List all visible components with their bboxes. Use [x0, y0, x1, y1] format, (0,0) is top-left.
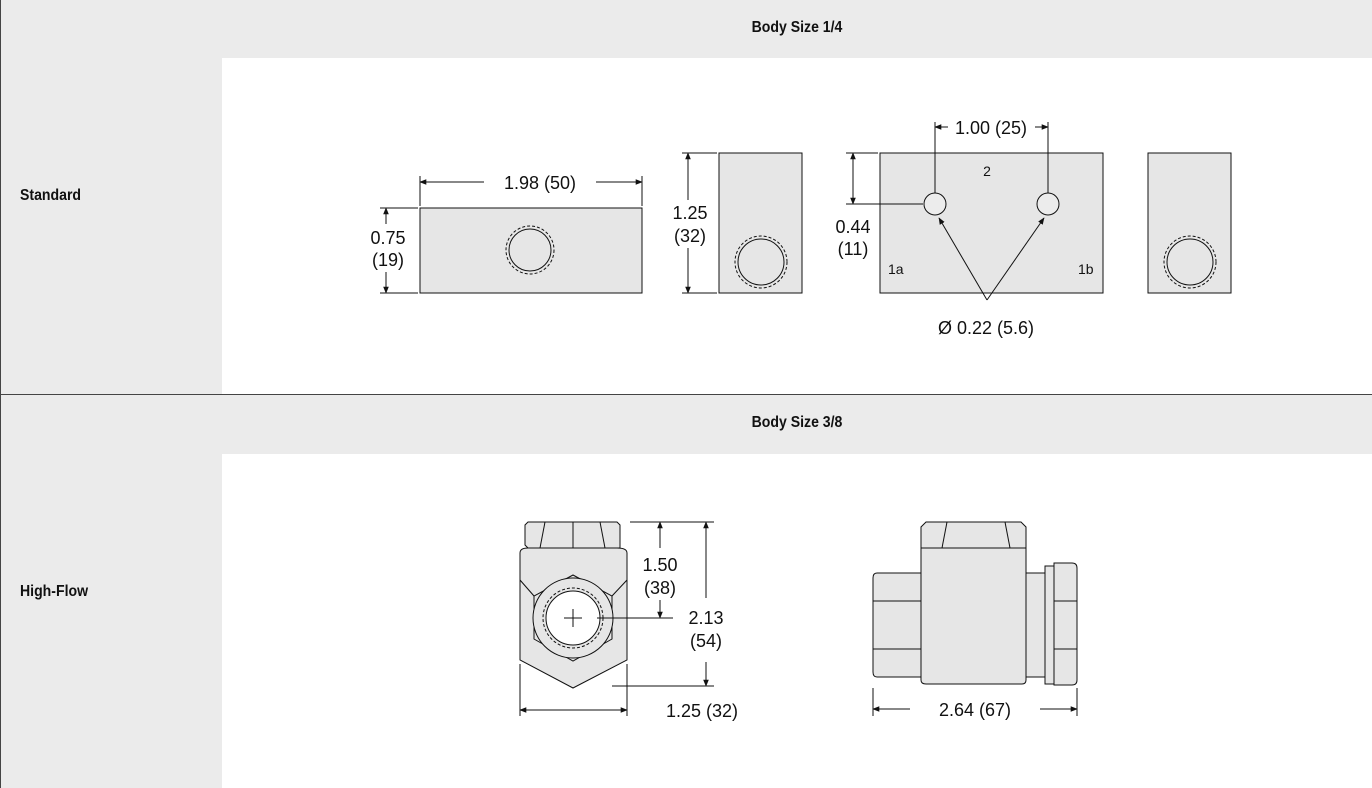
- dim-high-flow-width: 1.25 (32): [666, 701, 738, 721]
- section-divider: [0, 394, 1372, 395]
- dim-high-flow-total-height-in: 2.13: [688, 608, 723, 628]
- header-band-body-size-quarter: [0, 0, 1372, 58]
- header-body-size-quarter: Body Size 1/4: [751, 19, 843, 36]
- header-body-size-three-eighths: Body Size 3/8: [751, 414, 843, 431]
- dim-port-offset-mm: (11): [838, 239, 869, 259]
- left-border: [0, 0, 1, 788]
- row-label-high-flow: High-Flow: [20, 583, 89, 600]
- standard-top-view: 1.00 (25) 2 1a 1b 0.44 (11) Ø 0.22 (5.6): [835, 118, 1104, 338]
- dim-standard-side-height-in: 1.25: [672, 203, 707, 223]
- dim-high-flow-length: 2.64 (67): [939, 700, 1011, 720]
- label-column-high-flow: [0, 454, 222, 788]
- dim-high-flow-inner-height-mm: (38): [644, 578, 676, 598]
- dim-standard-side-height-mm: (32): [674, 226, 706, 246]
- dim-standard-length: 1.98 (50): [504, 173, 576, 193]
- dim-port-spacing: 1.00 (25): [955, 118, 1027, 138]
- label-column-standard: [0, 58, 222, 394]
- high-flow-side-view: 2.64 (67): [872, 521, 1078, 721]
- dim-standard-height-mm: (19): [372, 250, 404, 270]
- port-label-1a: 1a: [888, 261, 904, 277]
- dim-port-diameter: Ø 0.22 (5.6): [938, 318, 1034, 338]
- standard-front-view: 1.98 (50) 0.75 (19): [360, 170, 643, 294]
- dim-high-flow-total-height-mm: (54): [690, 631, 722, 651]
- header-band-body-size-three-eighths: [0, 395, 1372, 454]
- dim-high-flow-inner-height-in: 1.50: [642, 555, 677, 575]
- port-label-1b: 1b: [1078, 261, 1094, 277]
- standard-end-view: [1147, 152, 1232, 294]
- dim-port-offset-in: 0.44: [835, 217, 870, 237]
- standard-side-view: 1.25 (32): [664, 152, 803, 294]
- port-label-2: 2: [983, 163, 991, 179]
- high-flow-front-view: 1.50 (38) 2.13 (54) 1.25 (32): [519, 521, 750, 721]
- dim-standard-height-in: 0.75: [370, 228, 405, 248]
- row-label-standard: Standard: [20, 187, 82, 204]
